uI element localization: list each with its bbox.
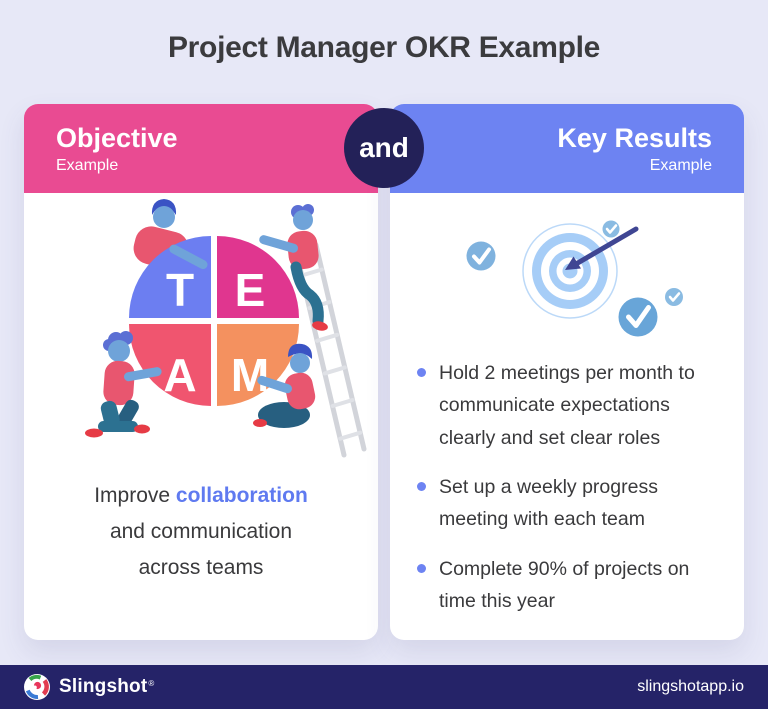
- bullet-text: Complete 90% of projects on time this ye…: [439, 557, 690, 613]
- registered-mark: ®: [148, 678, 155, 688]
- objective-subheading: Example: [56, 156, 119, 174]
- footer: Slingshot® slingshotapp.io: [0, 665, 768, 709]
- objective-heading: Objective: [56, 123, 178, 154]
- and-connector: and: [344, 108, 424, 188]
- key-results-subheading: Example: [649, 156, 712, 174]
- and-label: and: [359, 132, 409, 163]
- caption-text: Improve: [94, 484, 171, 507]
- caption-text: and communication across teams: [109, 520, 293, 580]
- bullet-dot: [417, 563, 426, 573]
- brand-name: Slingshot: [59, 676, 148, 697]
- pie-letter-t: T: [166, 264, 194, 316]
- pie-letter-m: M: [231, 349, 269, 401]
- bullet-text: Hold 2 meetings per month to communicate…: [439, 362, 695, 449]
- check-icon: [618, 297, 658, 337]
- list-item: Hold 2 meetings per month to communicate…: [417, 357, 726, 454]
- person-figure: [253, 343, 316, 428]
- check-icon: [602, 220, 620, 238]
- objective-body: T E A M: [24, 193, 378, 640]
- bullet-text: Set up a weekly progress meeting with ea…: [439, 476, 658, 531]
- footer-url[interactable]: slingshotapp.io: [637, 678, 744, 695]
- panels-container: Objective Example: [24, 104, 744, 640]
- list-item: Set up a weekly progress meeting with ea…: [417, 471, 726, 536]
- list-item: Complete 90% of projects on time this ye…: [417, 553, 726, 618]
- person-arm: [169, 244, 208, 270]
- pie-letter-a: A: [163, 349, 196, 401]
- page-title: Project Manager OKR Example: [167, 31, 601, 64]
- target-illustration: [466, 220, 683, 337]
- objective-panel: Objective Example: [24, 104, 378, 640]
- arrow-icon: [565, 226, 639, 270]
- target-icon: [522, 223, 618, 319]
- team-pie-chart: T E A M: [129, 236, 299, 406]
- check-icon: [466, 241, 496, 271]
- key-results-list: Hold 2 meetings per month to communicate…: [390, 357, 744, 618]
- check-icon: [665, 288, 683, 306]
- team-pie-illustration: T E A M: [85, 199, 367, 458]
- bullet-dot: [417, 368, 426, 377]
- slingshot-logo-icon: [24, 674, 50, 700]
- bullet-dot: [417, 482, 426, 492]
- brand: Slingshot®: [24, 674, 154, 700]
- person-figure: [259, 204, 328, 331]
- person-figure: [85, 331, 162, 438]
- key-results-panel: Key Results Example: [390, 104, 744, 640]
- caption-highlight: collaboration: [175, 484, 308, 507]
- key-results-body: Hold 2 meetings per month to communicate…: [390, 193, 744, 640]
- key-results-header: Key Results Example: [390, 104, 744, 193]
- key-results-heading: Key Results: [557, 123, 712, 154]
- objective-caption: Improve collaboration and communication …: [78, 478, 324, 586]
- objective-header: Objective Example: [24, 104, 378, 193]
- pie-letter-e: E: [235, 264, 266, 316]
